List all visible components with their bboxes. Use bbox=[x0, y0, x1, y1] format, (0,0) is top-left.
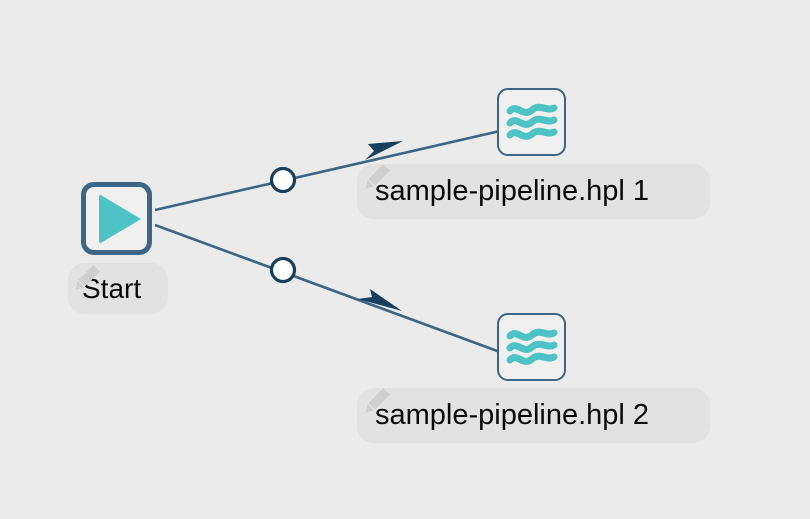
node-pipeline-1-label[interactable]: sample-pipeline.hpl 1 bbox=[357, 164, 710, 219]
play-icon bbox=[98, 193, 141, 244]
hop-arrowhead-1 bbox=[365, 141, 403, 160]
hop-circle-2[interactable] bbox=[269, 256, 297, 284]
node-start-label[interactable]: Start bbox=[68, 263, 168, 314]
hop-circle-1[interactable] bbox=[269, 166, 297, 194]
node-pipeline-2[interactable] bbox=[497, 313, 566, 381]
pipeline-waves-icon bbox=[506, 103, 557, 140]
node-pipeline-2-label-text: sample-pipeline.hpl 2 bbox=[375, 399, 650, 431]
pipeline-waves-icon bbox=[506, 328, 557, 365]
hop-arrowhead-2 bbox=[358, 289, 402, 311]
hop-start-to-pipeline-2 bbox=[154, 223, 501, 354]
node-start-label-text: Start bbox=[82, 272, 142, 304]
node-pipeline-2-label[interactable]: sample-pipeline.hpl 2 bbox=[357, 388, 710, 443]
node-pipeline-1[interactable] bbox=[497, 88, 566, 156]
hop-line-2[interactable] bbox=[154, 223, 501, 354]
node-start[interactable] bbox=[81, 182, 152, 255]
node-pipeline-1-label-text: sample-pipeline.hpl 1 bbox=[375, 175, 650, 207]
